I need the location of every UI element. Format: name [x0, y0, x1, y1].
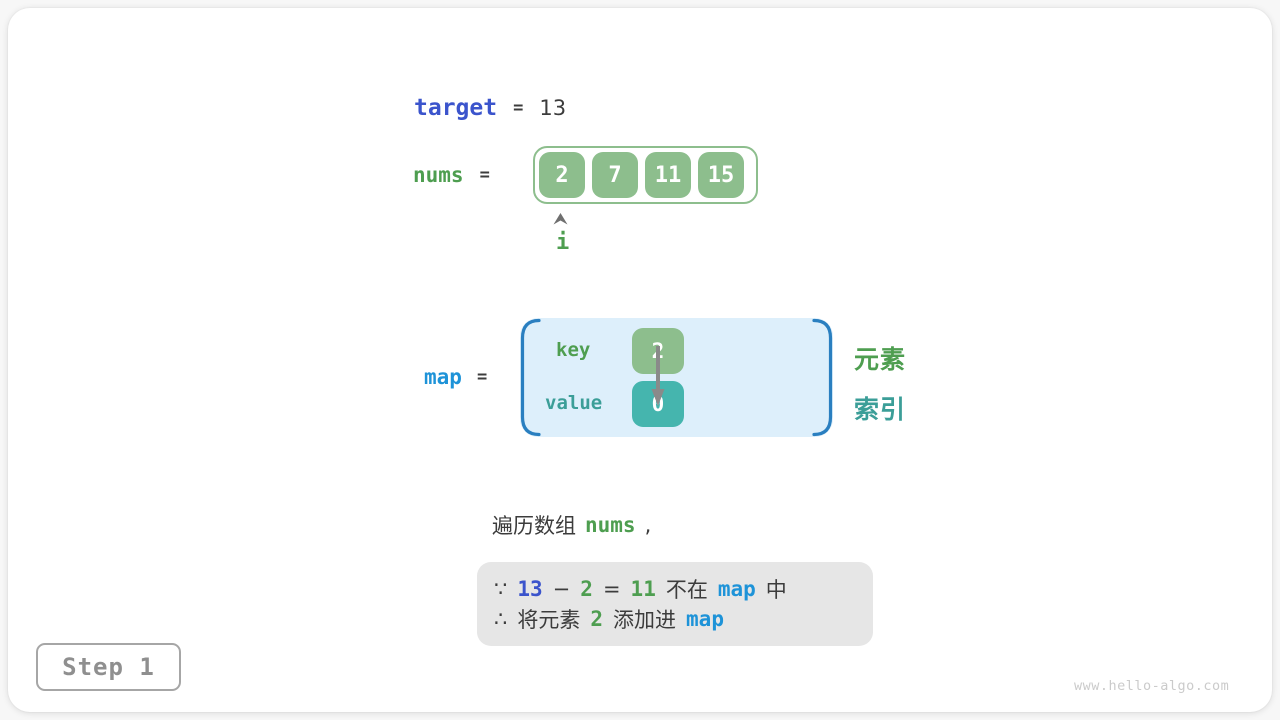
left-bracket-icon — [518, 318, 542, 437]
nums-array: 2 7 11 15 — [533, 146, 758, 204]
note-segment: ∴ — [494, 607, 508, 631]
note-segment: 中 — [765, 578, 787, 602]
target-value: 13 — [539, 96, 567, 120]
target-equals: = — [513, 98, 524, 118]
note-line-1: ∵ 13−2 = 11 不在 map 中 — [489, 574, 873, 604]
map-keyword: map — [424, 365, 462, 389]
target-keyword: target — [414, 95, 498, 121]
target-line: target = 13 — [414, 93, 566, 123]
caption-prefix: 遍历数组 — [492, 514, 576, 538]
right-bracket-icon — [811, 318, 835, 437]
map-key-label: key — [556, 339, 591, 361]
note-segment: 11 — [630, 577, 656, 601]
array-cell: 11 — [645, 152, 691, 198]
array-cell: 15 — [698, 152, 744, 198]
nums-keyword: nums — [413, 163, 464, 187]
note-segment: map — [717, 577, 756, 601]
note-segment: 将元素 — [517, 608, 581, 632]
caption-suffix: , — [644, 513, 652, 537]
index-side-label: 索引 — [854, 395, 907, 424]
key-to-value-arrow-icon — [650, 344, 666, 412]
map-equals: = — [476, 367, 488, 387]
note-segment: 2 — [580, 577, 593, 601]
note-segment: 不在 — [665, 578, 708, 602]
element-side-label: 元素 — [854, 345, 907, 374]
note-segment: = — [602, 577, 621, 601]
step-badge-label: Step 1 — [62, 653, 155, 681]
note-segment: map — [686, 607, 724, 631]
array-cell: 2 — [539, 152, 585, 198]
caption-line: 遍历数组 nums , — [492, 510, 651, 540]
step-badge: Step 1 — [36, 643, 181, 691]
note-segment: 2 — [590, 607, 604, 631]
index-pointer-label: i — [556, 230, 570, 255]
note-segment: ∵ — [494, 577, 508, 601]
note-segment: 13 — [517, 577, 543, 601]
watermark: www.hello-algo.com — [1074, 678, 1230, 694]
map-container: key 2 value 0 — [520, 318, 833, 437]
map-value-label: value — [545, 392, 603, 414]
nums-equals: = — [479, 165, 490, 185]
reasoning-note: ∵ 13−2 = 11 不在 map 中 ∴ 将元素 2 添加进 map — [477, 562, 873, 646]
note-segment: 添加进 — [613, 608, 677, 632]
nums-line: nums = — [413, 161, 490, 189]
caption-code: nums — [585, 513, 636, 537]
note-line-2: ∴ 将元素 2 添加进 map — [489, 604, 873, 634]
map-line: map = — [424, 363, 487, 391]
note-segment: − — [552, 577, 571, 601]
index-pointer-caret-icon — [552, 211, 569, 230]
array-cell: 7 — [592, 152, 638, 198]
